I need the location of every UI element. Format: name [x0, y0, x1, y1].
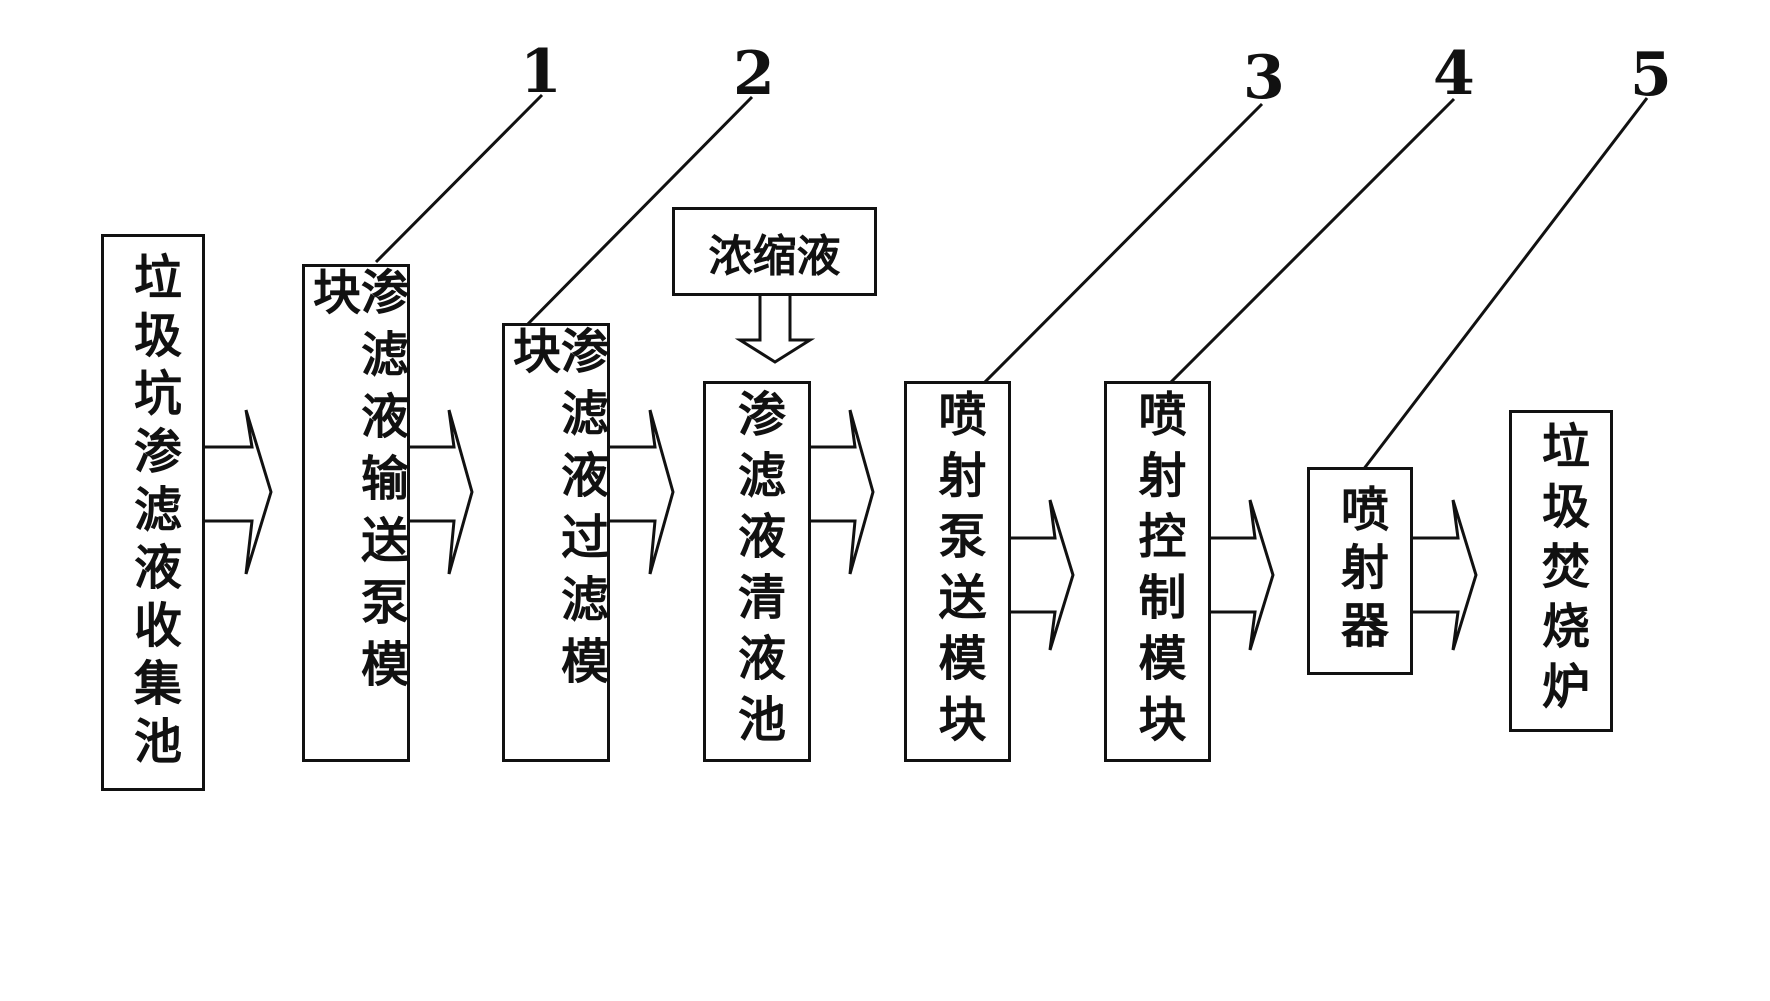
block-concentrate: 浓缩液 — [672, 207, 877, 296]
callout-1: 1 — [520, 37, 562, 107]
callout-3: 3 — [1243, 43, 1285, 113]
block-incinerator-label: 垃圾焚烧炉 — [1533, 421, 1589, 721]
leader-line-2 — [518, 95, 754, 334]
block-leachate-filter-label: 渗滤液过滤模块 — [504, 326, 608, 698]
block-leachate-filter: 渗滤液过滤模块 — [502, 323, 610, 762]
callout-4: 4 — [1433, 39, 1475, 109]
callout-5: 5 — [1630, 40, 1672, 110]
callout-2: 2 — [733, 39, 775, 109]
flow-arrow-2 — [410, 409, 474, 575]
block-injection-pump-label: 喷射泵送模块 — [929, 388, 986, 755]
leader-line-5 — [1361, 97, 1649, 471]
flow-arrow-7 — [1413, 499, 1478, 651]
block-concentrate-label: 浓缩液 — [708, 230, 841, 282]
block-injection-control: 喷射控制模块 — [1104, 381, 1211, 762]
leader-line-1 — [374, 93, 544, 264]
block-clear-liquid-pool: 渗滤液清液池 — [703, 381, 811, 762]
flow-arrow-6 — [1211, 499, 1275, 651]
flow-arrow-4 — [811, 409, 875, 575]
flow-arrow-3 — [610, 409, 675, 575]
block-leachate-transfer-pump: 渗滤液输送泵模块 — [302, 264, 410, 762]
block-leachate-collection-pool: 垃圾坑渗滤液收集池 — [101, 234, 205, 791]
block-injector-label: 喷射器 — [1332, 484, 1388, 658]
flow-arrow-5 — [1011, 499, 1075, 651]
block-clear-liquid-pool-label: 渗滤液清液池 — [729, 388, 785, 755]
flow-arrow-1 — [205, 409, 273, 575]
block-injection-control-label: 喷射控制模块 — [1129, 388, 1186, 755]
block-injection-pump: 喷射泵送模块 — [904, 381, 1011, 762]
block-incinerator: 垃圾焚烧炉 — [1509, 410, 1613, 732]
block-injector: 喷射器 — [1307, 467, 1413, 675]
concentrate-down-arrow — [734, 296, 816, 364]
leader-line-3 — [973, 102, 1264, 394]
block-leachate-transfer-pump-label: 渗滤液输送泵模块 — [304, 267, 408, 701]
leader-line-4 — [1168, 97, 1456, 385]
block-leachate-collection-pool-label: 垃圾坑渗滤液收集池 — [125, 251, 181, 774]
